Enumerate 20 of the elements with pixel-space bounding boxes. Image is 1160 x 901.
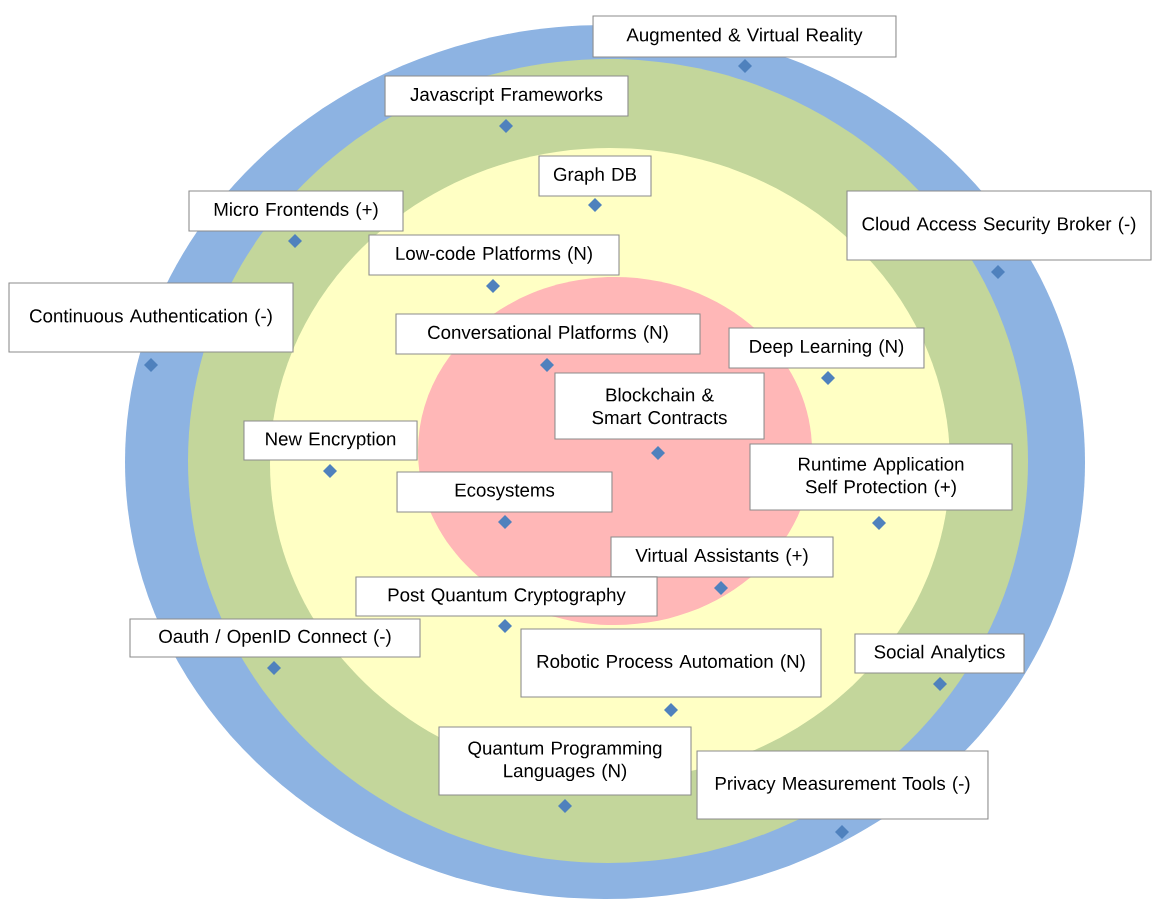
label-box: Ecosystems [396, 471, 613, 513]
label-box: Oauth / OpenID Connect (-) [129, 618, 421, 658]
label-box: Blockchain & Smart Contracts [554, 372, 765, 440]
label-box: Quantum Programming Languages (N) [438, 726, 692, 796]
label-box: Deep Learning (N) [728, 327, 925, 369]
label-box: Javascript Frameworks [384, 75, 629, 117]
label-box: Robotic Process Automation (N) [520, 628, 822, 698]
label-box: Continuous Authentication (-) [8, 282, 294, 353]
label-box: Conversational Platforms (N) [395, 313, 701, 355]
label-box: New Encryption [243, 420, 418, 461]
label-box: Augmented & Virtual Reality [592, 15, 897, 58]
label-box: Runtime Application Self Protection (+) [749, 443, 1013, 511]
label-box: Low-code Platforms (N) [368, 234, 620, 276]
label-box: Social Analytics [854, 633, 1025, 674]
label-box: Privacy Measurement Tools (-) [696, 750, 989, 820]
label-box: Graph DB [538, 155, 652, 197]
label-box: Micro Frontends (+) [188, 190, 404, 232]
label-box: Cloud Access Security Broker (-) [846, 190, 1152, 261]
label-box: Post Quantum Cryptography [355, 576, 658, 617]
label-box: Virtual Assistants (+) [610, 536, 834, 578]
